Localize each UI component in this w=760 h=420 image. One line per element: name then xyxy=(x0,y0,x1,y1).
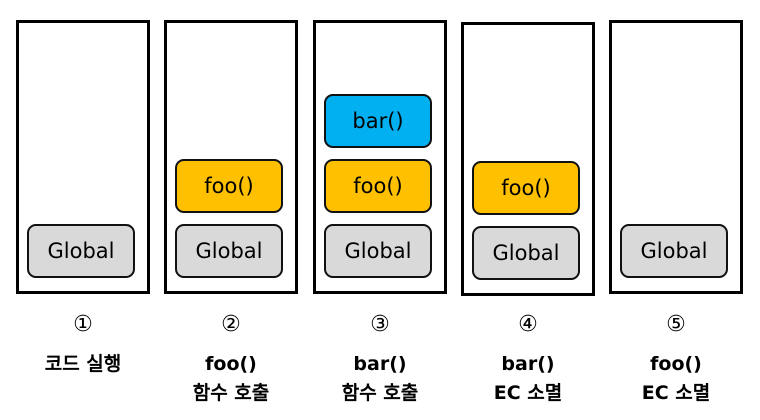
step-number: ⑤ xyxy=(666,312,686,337)
step-label: bar()함수 호출 xyxy=(341,353,419,404)
step-number: ② xyxy=(221,312,241,337)
global-context: Global xyxy=(175,224,283,278)
step-number: ① xyxy=(73,312,93,337)
step-label: foo()EC 소멸 xyxy=(641,353,711,404)
global-context: Global xyxy=(27,224,135,278)
step-1: Global ① 코드 실행 xyxy=(16,0,150,420)
foo-context: foo() xyxy=(472,161,580,215)
step-number: ④ xyxy=(518,312,538,337)
call-stack: Global foo() xyxy=(461,22,595,296)
call-stack: Global foo() xyxy=(164,20,298,294)
call-stack: Global foo() bar() xyxy=(313,20,447,294)
global-context: Global xyxy=(620,224,728,278)
step-number: ③ xyxy=(370,312,390,337)
step-label: 코드 실행 xyxy=(44,353,122,375)
call-stack: Global xyxy=(16,20,150,294)
step-4: Global foo() ④ bar()EC 소멸 xyxy=(461,0,595,420)
bar-context: bar() xyxy=(324,94,432,148)
step-label: foo()함수 호출 xyxy=(192,353,270,404)
step-label: bar()EC 소멸 xyxy=(493,353,563,404)
global-context: Global xyxy=(324,224,432,278)
foo-context: foo() xyxy=(324,159,432,213)
foo-context: foo() xyxy=(175,159,283,213)
step-3: Global foo() bar() ③ bar()함수 호출 xyxy=(313,0,447,420)
global-context: Global xyxy=(472,226,580,280)
step-5: Global ⑤ foo()EC 소멸 xyxy=(609,0,743,420)
step-2: Global foo() ② foo()함수 호출 xyxy=(164,0,298,420)
call-stack: Global xyxy=(609,20,743,294)
